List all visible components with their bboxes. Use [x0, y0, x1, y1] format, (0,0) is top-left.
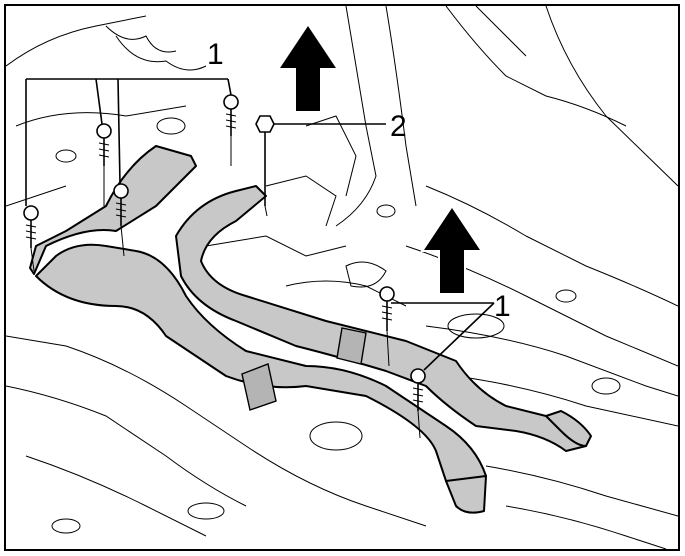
air-duct-assembly-diagram: 1 2 1 — [6, 6, 678, 549]
leader-lines — [25, 78, 495, 371]
direction-arrow-icon — [276, 22, 340, 113]
install-guide-lines — [30, 136, 421, 439]
screw-icon — [410, 368, 426, 411]
floor-pan-linework — [6, 6, 678, 549]
rear-air-duct-left — [29, 145, 487, 514]
nut-icon — [255, 115, 275, 206]
screw-icon — [223, 94, 239, 136]
direction-arrow-icon — [420, 204, 484, 295]
diagram-frame: 1 2 1 — [4, 4, 680, 551]
callout-2: 2 — [390, 110, 407, 143]
screw-icon — [23, 205, 39, 248]
rear-air-duct-right — [175, 185, 592, 452]
screw-icon — [96, 123, 112, 166]
callout-1-top: 1 — [207, 38, 224, 71]
screw-icon — [379, 286, 395, 331]
screw-icon — [113, 183, 129, 226]
callout-1-right: 1 — [494, 290, 511, 323]
